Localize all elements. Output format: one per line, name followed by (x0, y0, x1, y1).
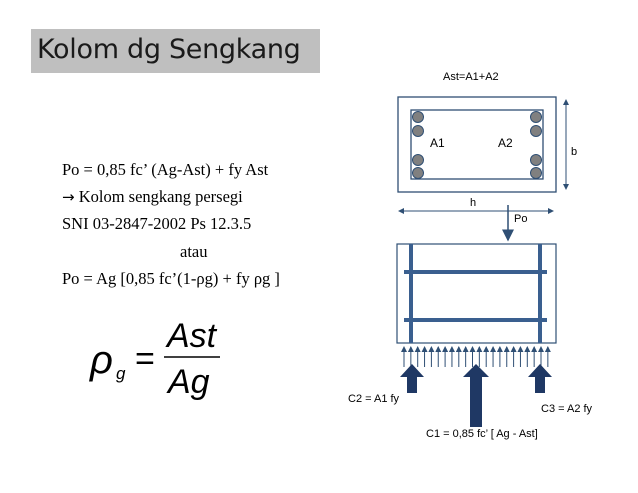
formula-note: → Kolom sengkang persegi (62, 187, 243, 207)
ratio-formula: ρ g = Ast Ag (89, 317, 220, 401)
formula-po-2: Po = Ag [0,85 fc’(1-ρg) + fy ρg ] (62, 269, 280, 288)
section-outline (397, 96, 557, 193)
rebar-dot (412, 125, 424, 137)
concrete-pressure-arrows (401, 346, 551, 367)
equals-sign: = (135, 340, 155, 378)
c1-arrow (463, 364, 489, 427)
rebar-dot (530, 167, 542, 179)
formula-note-text: Kolom sengkang persegi (78, 187, 243, 206)
column-outline (396, 243, 557, 344)
slide-title: Kolom dg Sengkang (37, 34, 301, 65)
c3-arrow (528, 364, 552, 393)
right-arrow-icon: → (62, 188, 75, 206)
ratio-numerator: Ast (165, 317, 218, 355)
rebar-dot (412, 167, 424, 179)
title-bar: Kolom dg Sengkang (31, 29, 320, 73)
rho-symbol: ρ (89, 338, 113, 382)
or-text: atau (180, 242, 208, 261)
rebar-dot (530, 125, 542, 137)
area-label: Ast=A1+A2 (443, 71, 499, 83)
c2-label: C2 = A1 fy (348, 393, 400, 405)
depth-label: h (470, 197, 476, 209)
rebar-dot (412, 154, 424, 166)
elevation: Po C2 = A1 fy C3 = A2 fy C1 = 0,85 fc’ [… (348, 205, 593, 440)
rebar-dots (412, 111, 542, 179)
rebar-dot (530, 111, 542, 123)
c3-label: C3 = A2 fy (541, 403, 593, 415)
width-label: b (571, 146, 577, 158)
stirrup (410, 109, 544, 180)
load-label: Po (514, 213, 527, 225)
a2-label: A2 (498, 136, 513, 150)
rebar-dot (412, 111, 424, 123)
formula-po-1: Po = 0,85 fc’ (Ag-Ast) + fy Ast (62, 160, 269, 179)
cross-section: Ast=A1+A2 A1 A2 b h (397, 71, 577, 214)
rebar-dot (530, 154, 542, 166)
ratio-denominator: Ag (166, 363, 210, 401)
c1-label: C1 = 0,85 fc’ [ Ag - Ast] (426, 428, 538, 440)
c2-arrow (400, 364, 424, 393)
rho-subscript: g (116, 364, 126, 383)
a1-label: A1 (430, 136, 445, 150)
code-reference: SNI 03-2847-2002 Ps 12.3.5 (62, 214, 252, 233)
